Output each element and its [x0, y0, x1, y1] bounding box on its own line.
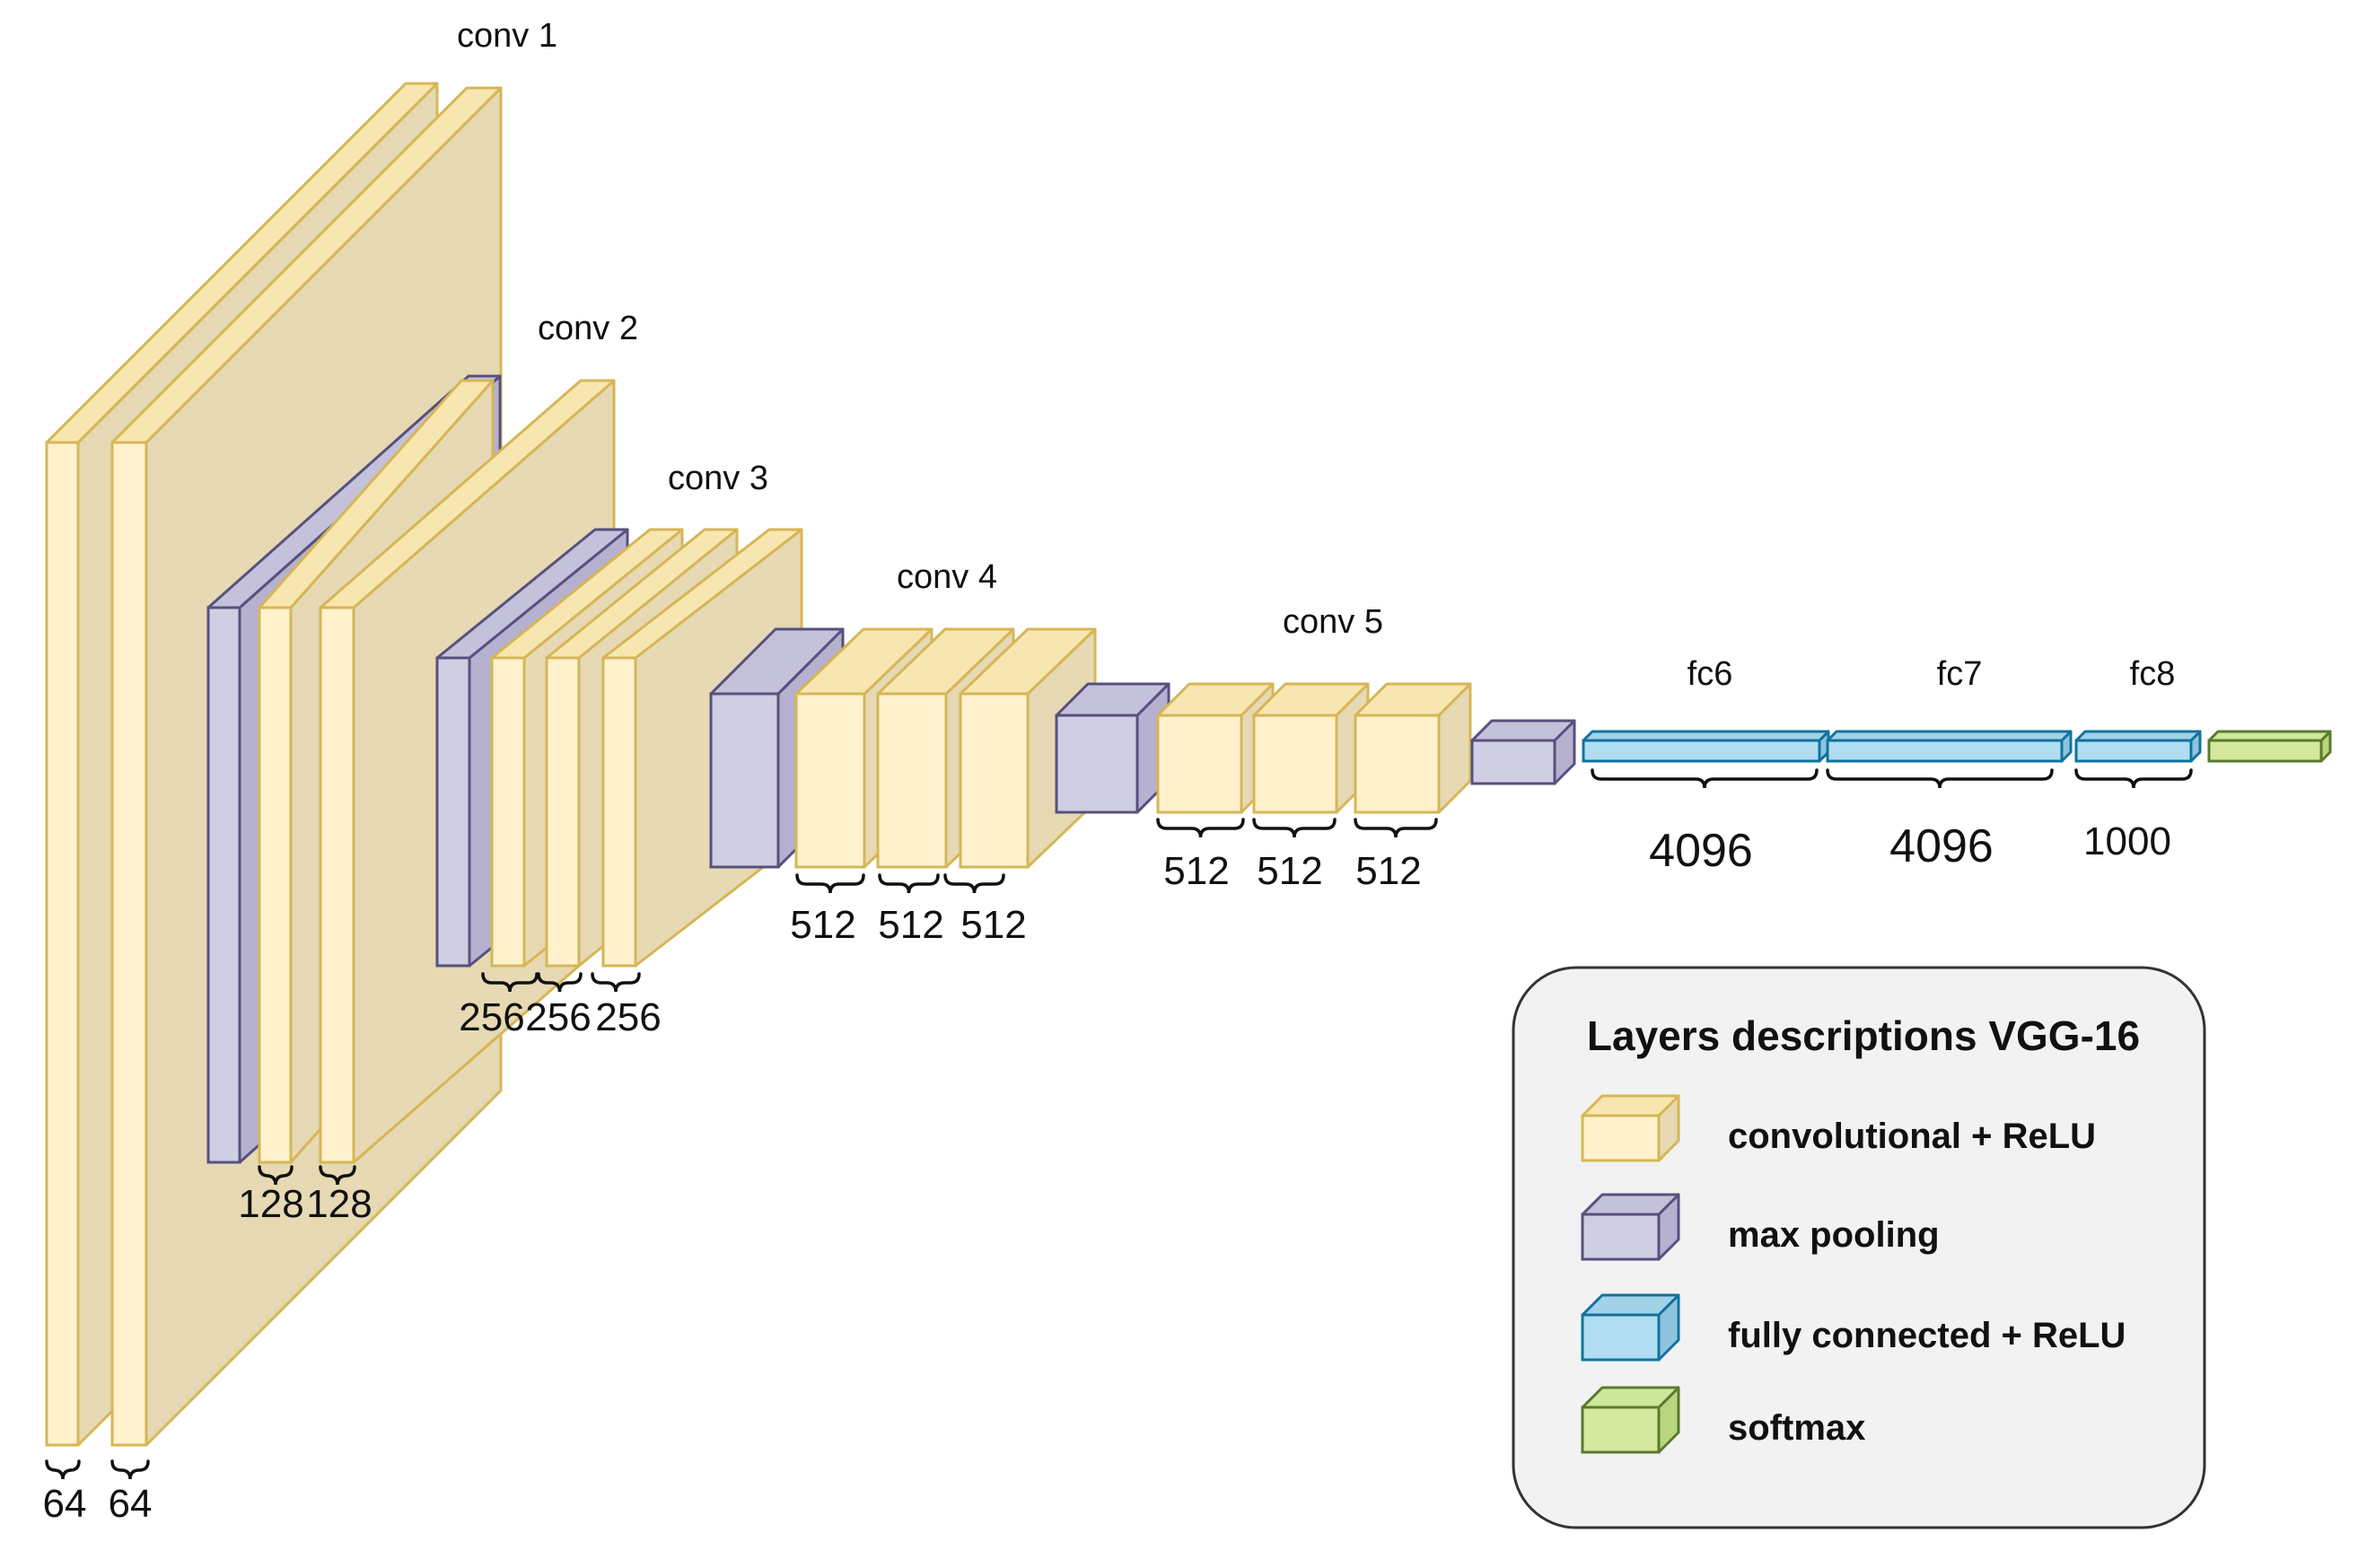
- layer-conv3-2-front: [545, 656, 581, 968]
- brace-7: [795, 873, 865, 894]
- group-label-conv2: conv 2: [538, 310, 638, 347]
- layer-conv2-1-front: [258, 606, 293, 1164]
- legend-label-pool: max pooling: [1728, 1215, 1940, 1255]
- layer-softmax: [2207, 730, 2332, 763]
- group-label-fc6: fc6: [1687, 655, 1733, 693]
- brace-8: [878, 873, 940, 894]
- legend-swatch-fc: [1581, 1293, 1680, 1362]
- layer-pool5-top: [1470, 719, 1576, 742]
- legend-items: convolutional + ReLU max pooling fully con…: [1581, 1094, 2126, 1454]
- layers-group: [45, 82, 2332, 1447]
- legend-swatch-softmax-front: [1581, 1406, 1661, 1454]
- layer-fc6-front: [1582, 739, 1821, 763]
- channel-label-conv3-2: 256: [525, 995, 591, 1039]
- brace-3: [319, 1165, 356, 1186]
- layer-pool5-front: [1470, 739, 1556, 785]
- brace-12: [1354, 818, 1438, 838]
- layer-pool5: [1470, 719, 1576, 785]
- layer-softmax-front: [2207, 739, 2323, 763]
- layer-conv5-2-front: [1252, 714, 1338, 814]
- layer-conv1-1-front: [45, 441, 80, 1447]
- layer-conv3-3-front: [601, 656, 637, 968]
- labels-group: conv 1 conv 2 conv 3 conv 4 conv 5 fc6 f…: [43, 17, 2176, 1526]
- layer-fc8: [2074, 730, 2202, 763]
- brace-6: [591, 972, 641, 993]
- layer-conv3-1-front: [490, 656, 526, 968]
- layer-conv5-1-front: [1156, 714, 1243, 814]
- layer-conv4-2-front: [876, 692, 948, 869]
- group-label-conv4: conv 4: [897, 558, 997, 596]
- legend-swatch-fc-front: [1581, 1313, 1661, 1362]
- legend-label-softmax: softmax: [1728, 1408, 1865, 1448]
- layer-fc6: [1582, 730, 1830, 763]
- brace-15: [2074, 768, 2193, 789]
- channel-label-conv4-3: 512: [960, 903, 1026, 947]
- braces-group: [45, 768, 2193, 1480]
- legend: Layers descriptions VGG-16 convolutional…: [1512, 966, 2206, 1529]
- channel-label-conv4-2: 512: [878, 903, 943, 947]
- layer-conv1-2-front: [110, 441, 148, 1447]
- layer-pool3-front: [709, 692, 780, 869]
- layer-conv4-1-front: [794, 692, 866, 869]
- layer-conv5-3-front: [1354, 714, 1441, 814]
- group-label-conv3: conv 3: [668, 460, 768, 497]
- legend-title: Layers descriptions VGG-16: [1587, 1012, 2140, 1059]
- channel-label-conv3-1: 256: [459, 995, 524, 1039]
- group-label-fc8: fc8: [2130, 655, 2176, 693]
- channel-label-fc8: 1000: [2083, 819, 2171, 863]
- channel-label-conv1-2: 64: [109, 1482, 153, 1526]
- channel-label-fc6: 4096: [1649, 825, 1753, 877]
- channel-label-conv5-2: 512: [1257, 849, 1322, 893]
- legend-swatch-softmax: [1581, 1386, 1680, 1454]
- layer-conv2-2-front: [319, 606, 355, 1164]
- layer-conv5-2: [1252, 682, 1370, 814]
- brace-13: [1591, 768, 1819, 789]
- brace-10: [1156, 818, 1245, 838]
- legend-label-conv: convolutional + ReLU: [1728, 1117, 2096, 1156]
- layer-conv4-3-front: [959, 692, 1030, 869]
- channel-label-conv5-1: 512: [1163, 849, 1229, 893]
- legend-swatch-conv-front: [1581, 1114, 1661, 1162]
- legend-swatch-conv: [1581, 1094, 1680, 1162]
- layer-fc8-front: [2074, 739, 2193, 763]
- layer-conv5-3: [1354, 682, 1472, 814]
- brace-2: [258, 1165, 294, 1186]
- brace-9: [943, 873, 1005, 894]
- layer-pool2-front: [435, 656, 471, 968]
- legend-swatch-pool-front: [1581, 1213, 1661, 1261]
- group-label-conv1: conv 1: [457, 17, 557, 55]
- group-label-conv5: conv 5: [1283, 603, 1383, 641]
- legend-swatch-pool: [1581, 1193, 1680, 1261]
- channel-label-fc7: 4096: [1889, 820, 1994, 872]
- channel-label-conv3-3: 256: [595, 995, 661, 1039]
- brace-14: [1826, 768, 2054, 789]
- brace-4: [481, 972, 539, 993]
- brace-5: [537, 972, 583, 993]
- group-label-fc7: fc7: [1937, 655, 1983, 693]
- legend-box: [1512, 966, 2206, 1529]
- brace-1: [110, 1459, 150, 1480]
- layer-fc7-front: [1826, 739, 2064, 763]
- channel-label-conv4-1: 512: [790, 903, 855, 947]
- channel-label-conv2-2: 128: [306, 1182, 372, 1226]
- legend-label-fc: fully connected + ReLU: [1728, 1316, 2126, 1355]
- brace-11: [1252, 818, 1337, 838]
- channel-label-conv5-3: 512: [1355, 849, 1421, 893]
- channel-label-conv2-1: 128: [238, 1182, 303, 1226]
- channel-label-conv1-1: 64: [43, 1482, 87, 1526]
- layer-fc7: [1826, 730, 2073, 763]
- layer-pool1-front: [206, 606, 241, 1164]
- layer-pool4-front: [1055, 714, 1139, 814]
- layer-pool4: [1055, 682, 1170, 814]
- brace-0: [45, 1459, 81, 1480]
